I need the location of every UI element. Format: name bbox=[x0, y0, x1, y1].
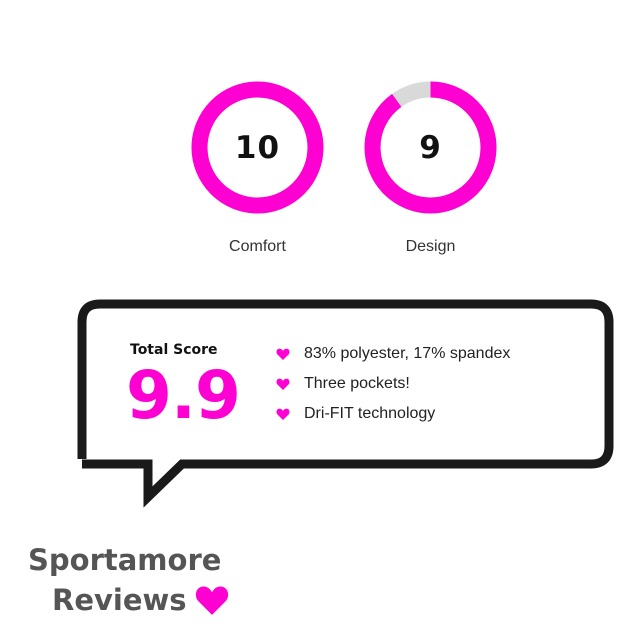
comfort-score-value: 10 bbox=[234, 129, 281, 166]
brand-tagline: Reviews bbox=[52, 583, 187, 617]
comfort-label: Comfort bbox=[229, 238, 286, 255]
design-score-value: 9 bbox=[419, 129, 442, 166]
heart-icon bbox=[276, 348, 290, 360]
feature-list: 83% polyester, 17% spandex Three pockets… bbox=[276, 339, 510, 429]
design-label: Design bbox=[405, 238, 456, 255]
total-score-value: 9.9 bbox=[126, 357, 241, 434]
comfort-score-gauge: 10 bbox=[190, 80, 325, 215]
design-ring-fill bbox=[364, 81, 497, 214]
list-item: Dri-FIT technology bbox=[276, 399, 510, 429]
feature-text: Three pockets! bbox=[304, 375, 410, 392]
design-ring bbox=[364, 81, 497, 214]
total-score-label: Total Score bbox=[130, 342, 218, 358]
brand-logo: Sportamore Reviews bbox=[28, 540, 229, 620]
speech-bubble-outline bbox=[77, 299, 614, 508]
heart-icon bbox=[195, 586, 228, 615]
comfort-ring-fill bbox=[191, 81, 324, 214]
design-score-gauge: 9 bbox=[363, 80, 498, 215]
brand-subline: Reviews bbox=[28, 580, 229, 620]
feature-text: 83% polyester, 17% spandex bbox=[304, 345, 511, 362]
comfort-ring bbox=[191, 81, 324, 214]
heart-icon bbox=[276, 408, 290, 420]
brand-name: Sportamore bbox=[28, 543, 222, 577]
feature-text: Dri-FIT technology bbox=[304, 405, 436, 422]
list-item: Three pockets! bbox=[276, 369, 510, 399]
list-item: 83% polyester, 17% spandex bbox=[276, 339, 510, 369]
heart-icon bbox=[276, 378, 290, 390]
